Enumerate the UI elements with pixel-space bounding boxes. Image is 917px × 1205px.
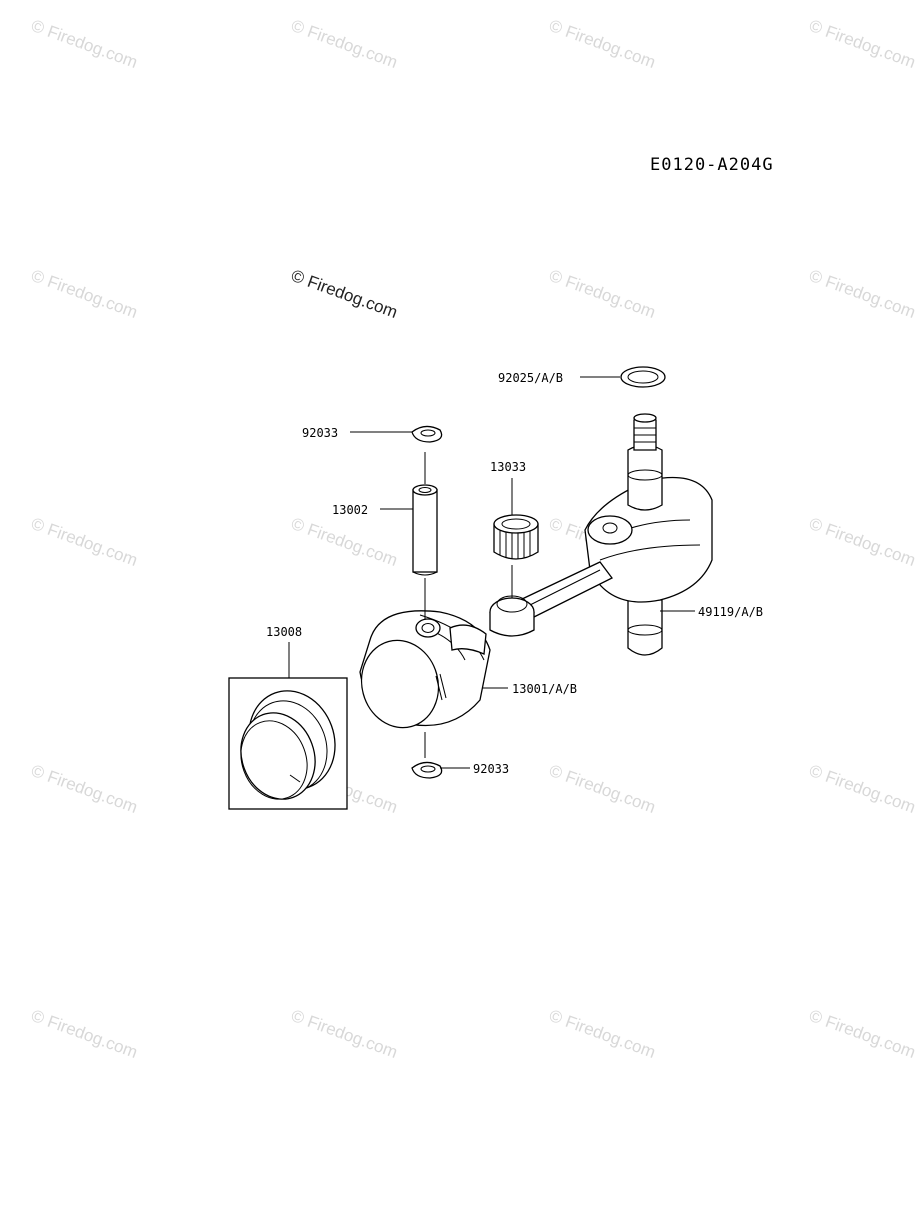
callout-oring-top[interactable]: 92025/A/B <box>498 371 563 385</box>
callout-clip-top[interactable]: 92033 <box>302 426 338 440</box>
watermark: © Firedog.com <box>547 266 658 322</box>
watermark: © Firedog.com <box>289 514 400 570</box>
watermark: © Firedog.com <box>29 16 140 72</box>
watermark: © Firedog.com <box>29 266 140 322</box>
callout-piston[interactable]: 13001/A/B <box>512 682 577 696</box>
watermark-layer: © Firedog.com © Firedog.com © Firedog.com ©… <box>29 16 917 1062</box>
clip-bottom[interactable] <box>411 761 443 779</box>
piston-pin[interactable] <box>412 484 438 576</box>
callout-crank[interactable]: 49119/A/B <box>698 605 763 619</box>
watermark: © Firedog.com <box>807 514 917 570</box>
watermark: © Firedog.com <box>807 1006 917 1062</box>
watermark: © Firedog.com <box>289 16 400 72</box>
watermark: © Firedog.com <box>807 761 917 817</box>
watermark: © Firedog.com <box>547 1006 658 1062</box>
watermark: © Firedog.com <box>807 266 917 322</box>
callout-bearing[interactable]: 13033 <box>490 460 526 474</box>
callout-rings[interactable]: 13008 <box>266 625 302 639</box>
watermark-dark: © Firedog.com <box>289 266 400 322</box>
watermark: © Firedog.com <box>547 761 658 817</box>
callout-clip-bottom[interactable]: 92033 <box>473 762 509 776</box>
watermark: © Firedog.com <box>547 16 658 72</box>
watermark: © Firedog.com <box>289 1006 400 1062</box>
piston[interactable] <box>352 610 491 737</box>
piston-rings-kit[interactable] <box>228 677 349 810</box>
needle-bearing[interactable] <box>493 514 539 560</box>
watermark: © Firedog.com <box>29 761 140 817</box>
callout-pin[interactable]: 13002 <box>332 503 368 517</box>
clip-top[interactable] <box>411 425 443 443</box>
crankshaft[interactable] <box>584 413 713 656</box>
connecting-rod[interactable] <box>489 561 613 637</box>
watermark: © Firedog.com <box>29 1006 140 1062</box>
diagram-code: E0120-A204G <box>650 155 774 175</box>
oring[interactable] <box>620 366 666 388</box>
watermark: © Firedog.com <box>807 16 917 72</box>
watermark: © Firedog.com <box>29 514 140 570</box>
